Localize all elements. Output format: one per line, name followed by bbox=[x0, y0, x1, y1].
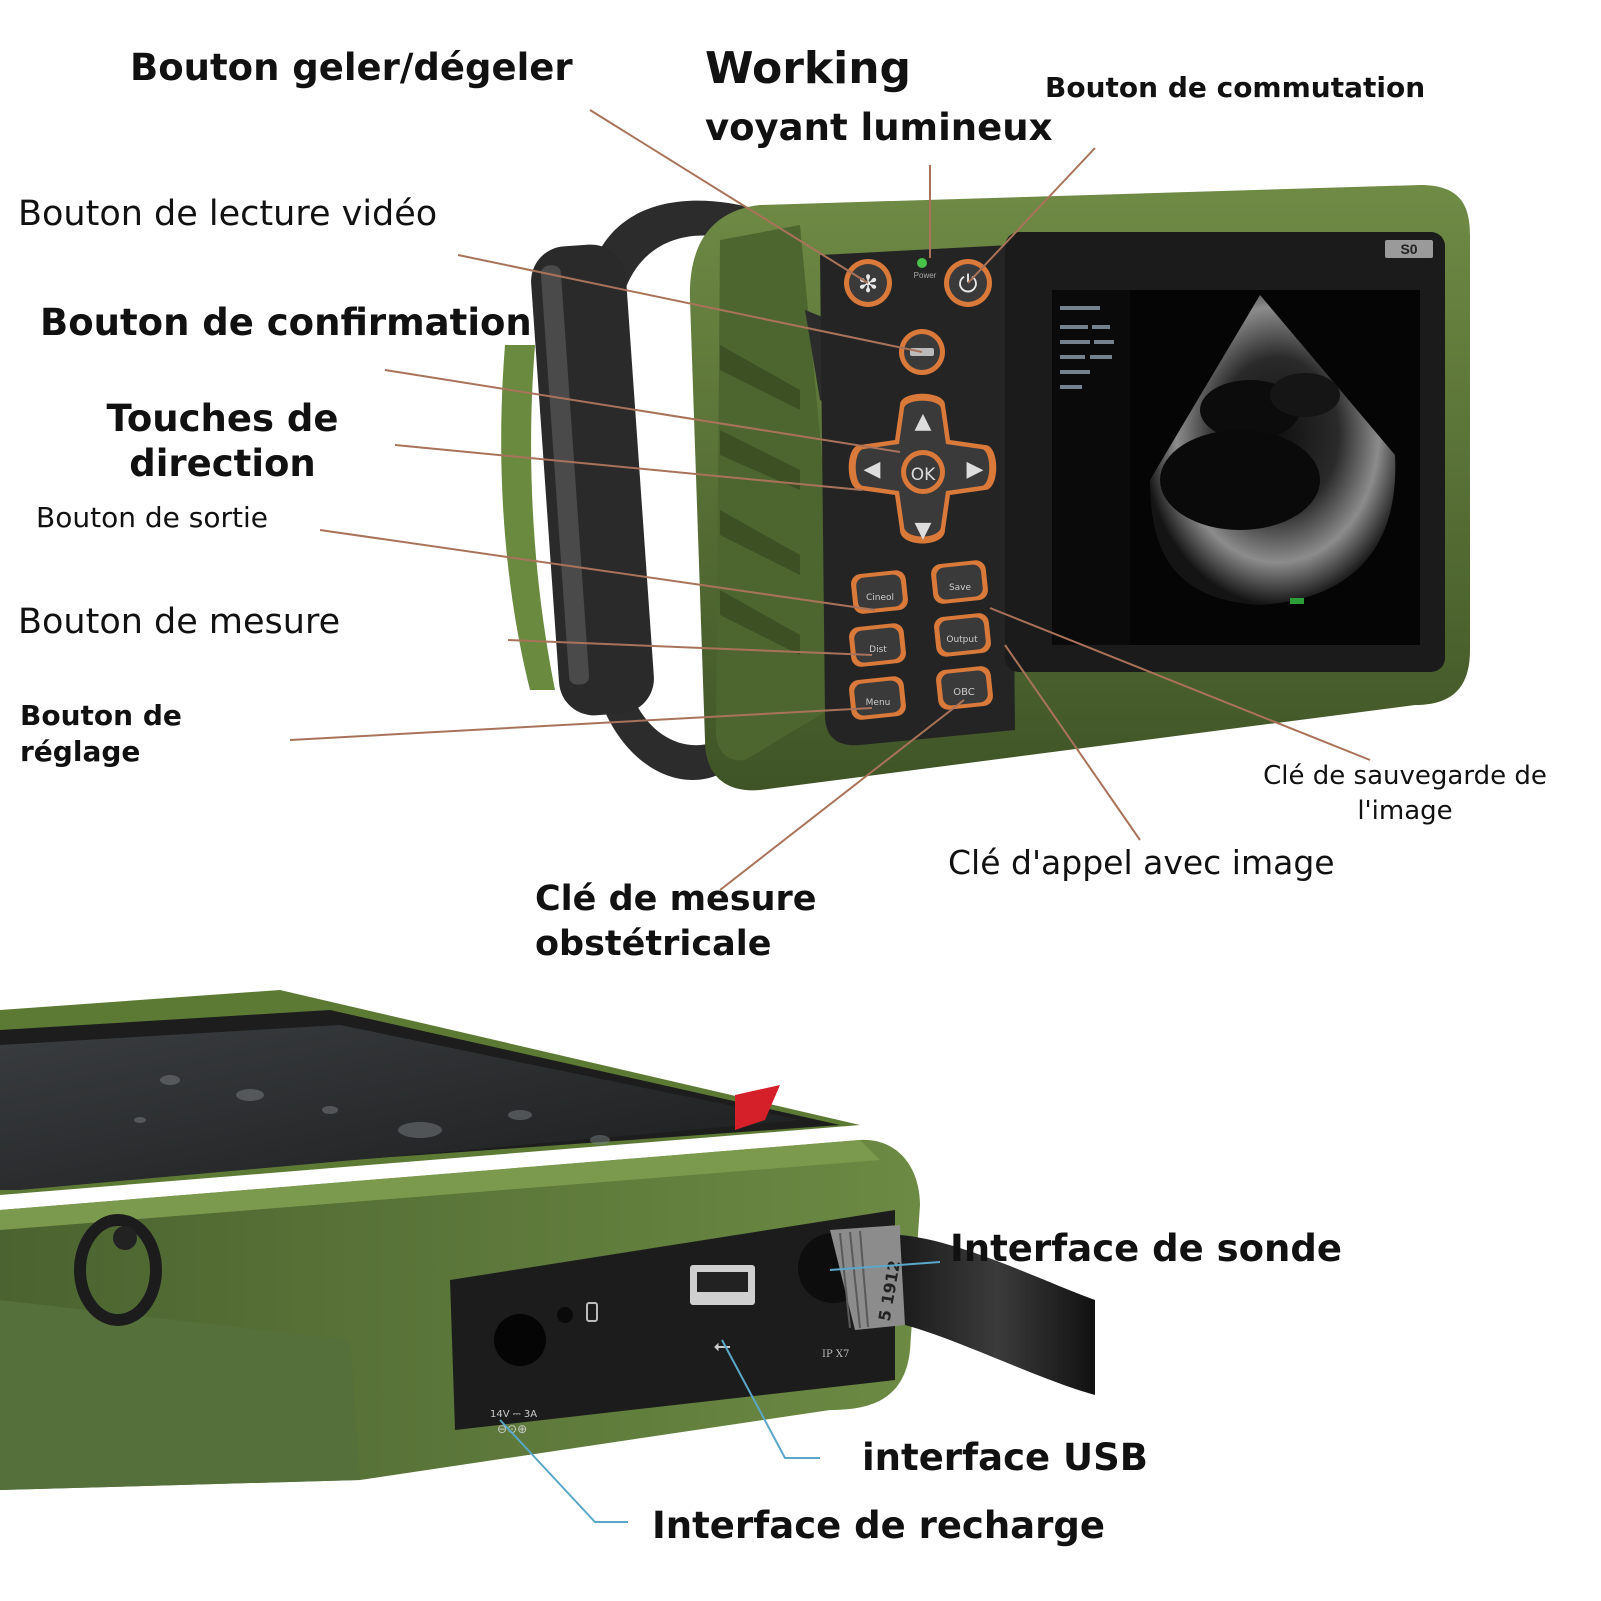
ok-key[interactable]: OK bbox=[911, 465, 936, 485]
callout-obstetric-key-line2: obstétricale bbox=[535, 924, 772, 964]
callout-measure-button: Bouton de mesure bbox=[18, 602, 341, 642]
callout-working-light-line1: Working bbox=[705, 43, 912, 94]
port-leader-lines bbox=[499, 1261, 941, 1523]
callout-direction-keys-line2: direction bbox=[129, 442, 316, 485]
callout-video-playback-button: Bouton de lecture vidéo bbox=[18, 194, 438, 234]
ip-rating-label: IP X7 bbox=[822, 1349, 849, 1360]
callout-settings-button-line2: réglage bbox=[20, 735, 141, 768]
callout-direction-keys-line1: Touches de bbox=[106, 397, 339, 440]
output-key[interactable]: Output bbox=[933, 612, 992, 658]
callout-exit-button: Bouton de sortie bbox=[36, 501, 268, 534]
lanyard-ring bbox=[74, 1214, 162, 1326]
key-label: Cineol bbox=[866, 593, 894, 603]
key-label: Output bbox=[946, 635, 978, 645]
port-panel bbox=[450, 1210, 895, 1430]
handle-strap bbox=[501, 200, 760, 780]
callout-switch-button: Bouton de commutation bbox=[1045, 71, 1426, 104]
cineol-key[interactable]: Cineol bbox=[850, 569, 909, 615]
arrow-right-icon[interactable]: ▶ bbox=[967, 457, 984, 482]
power-led-icon bbox=[917, 258, 927, 268]
obc-key[interactable]: OBC bbox=[935, 665, 994, 711]
key-label: Menu bbox=[866, 698, 891, 708]
battery-icon bbox=[586, 1302, 598, 1322]
callout-settings-button-line1: Bouton de bbox=[20, 699, 182, 732]
callout-obstetric-key-line1: Clé de mesure bbox=[535, 879, 817, 919]
callout-usb-interface: interface USB bbox=[862, 1436, 1148, 1479]
callout-probe-interface: Interface de sonde bbox=[950, 1227, 1342, 1270]
port-voltage-label: 14V ⎓ 3A bbox=[490, 1409, 537, 1420]
direction-pad: ▲ ▼ ◀ ▶ OK bbox=[848, 393, 997, 544]
power-icon: ⏻ bbox=[959, 270, 978, 298]
probe-cable bbox=[900, 1235, 1095, 1395]
callout-recall-image-key: Clé d'appel avec image bbox=[948, 843, 1335, 882]
red-tag bbox=[735, 1085, 780, 1130]
key-label: Dist bbox=[869, 645, 887, 655]
leader-lines bbox=[289, 109, 1371, 891]
probe-connector[interactable]: 5 1912 bbox=[798, 1225, 1095, 1395]
callout-freeze-button: Bouton geler/dégeler bbox=[130, 46, 573, 89]
model-badge: S0 bbox=[1400, 241, 1417, 257]
key-label: OBC bbox=[953, 687, 975, 698]
callout-charging-interface: Interface de recharge bbox=[652, 1504, 1105, 1547]
arrow-left-icon[interactable]: ◀ bbox=[864, 457, 881, 482]
device-bottom-view: 14V ⎓ 3A ⊖⊙⊕ ⭠ IP X7 5 1912 bbox=[0, 990, 1095, 1523]
callout-confirm-button: Bouton de confirmation bbox=[40, 301, 532, 344]
function-keys: Cineol Save Dist Output Menu bbox=[848, 559, 994, 721]
arrow-up-icon[interactable]: ▲ bbox=[915, 409, 932, 434]
dist-key[interactable]: Dist bbox=[848, 622, 907, 668]
snowflake-icon: ✻ bbox=[858, 270, 878, 298]
usb-icon: ⭠ bbox=[713, 1334, 731, 1359]
menu-key[interactable]: Menu bbox=[848, 675, 907, 721]
charging-port[interactable] bbox=[494, 1314, 546, 1366]
power-led-label: Power bbox=[914, 271, 937, 280]
callout-working-light-line2: voyant lumineux bbox=[705, 106, 1053, 149]
key-label: Save bbox=[949, 583, 972, 593]
callout-save-image-key-line2: l'image bbox=[1357, 796, 1453, 826]
callout-save-image-key-line1: Clé de sauvegarde de bbox=[1263, 761, 1547, 791]
device-shell: S0 Power bbox=[689, 185, 1470, 791]
save-key[interactable]: Save bbox=[930, 559, 989, 605]
arrow-down-icon[interactable]: ▼ bbox=[915, 518, 932, 543]
